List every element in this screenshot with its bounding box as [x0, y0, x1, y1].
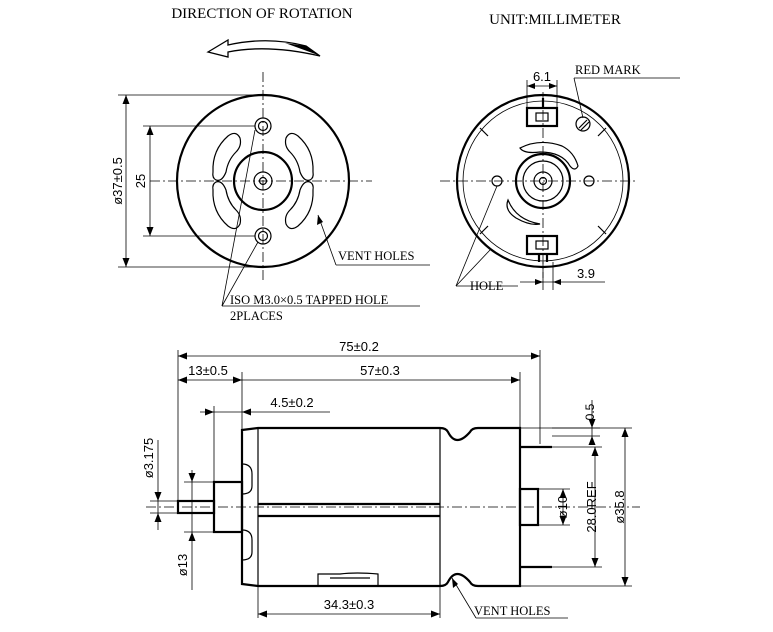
dim-body-diameter: ø35.8: [612, 490, 627, 523]
dim-boss-diameter: ø13: [175, 554, 190, 576]
dim-body-length: 57±0.3: [360, 363, 400, 378]
unit-title: UNIT:MILLIMETER: [489, 12, 621, 28]
terminal-top: [525, 98, 559, 128]
dim-terminal-width: 6.1: [533, 69, 551, 84]
dim-bearing-diameter: ø10: [555, 496, 570, 518]
vent-holes-front: [212, 132, 314, 230]
dim-can-length: 34.3±0.3: [324, 597, 375, 612]
tapped-hole-qty: 2PLACES: [230, 309, 283, 323]
dim-shaft-length: 13±0.5: [188, 363, 228, 378]
rear-hole-right: [583, 175, 595, 187]
rear-view: RED MARK 6.1 HOLE 3.9: [440, 63, 680, 293]
front-vent-label: VENT HOLES: [338, 249, 415, 263]
dim-terminal-ref: 28.0REF: [584, 481, 599, 532]
dim-overall-length: 75±0.2: [339, 339, 379, 354]
rotation-arrow-icon: [206, 38, 321, 58]
dim-front-diameter: ø37±0.5: [110, 157, 125, 205]
red-mark-label: RED MARK: [575, 63, 641, 77]
dim-small: 0.5: [583, 403, 597, 420]
rear-boss: [518, 487, 540, 527]
dim-terminal-offset: 3.9: [577, 266, 595, 281]
dim-hole-spacing: 25: [133, 174, 148, 188]
hole-label: HOLE: [470, 279, 504, 293]
front-view: ø37±0.5 25 VENT HOLES ISO M3.0×0.5 TAPPE…: [110, 72, 430, 323]
side-view: 75±0.2 13±0.5 57±0.3 4.5±0.2 ø3.175 ø13: [141, 339, 640, 619]
terminal-bottom: [525, 234, 559, 262]
red-mark-icon: [575, 116, 591, 132]
tapped-hole-label: ISO M3.0×0.5 TAPPED HOLE: [230, 293, 389, 307]
dim-shaft-diameter: ø3.175: [141, 438, 156, 478]
rotation-title: DIRECTION OF ROTATION: [171, 6, 352, 22]
dim-boss-length: 4.5±0.2: [270, 395, 313, 410]
side-vent-label: VENT HOLES: [474, 604, 551, 618]
